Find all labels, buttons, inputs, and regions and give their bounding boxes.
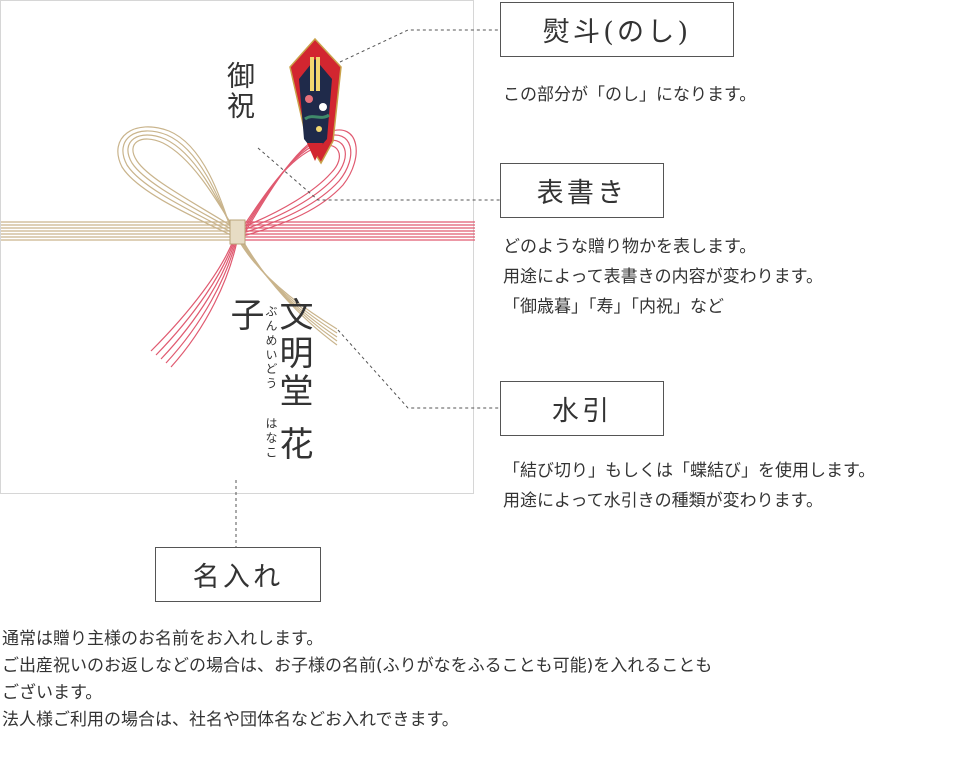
naire-label-box: 名入れ xyxy=(155,547,321,602)
mizuhiki-description: 「結び切り」もしくは「蝶結び」を使用します。 用途によって水引きの種類が変わりま… xyxy=(503,456,875,516)
mizuhiki-horizontal-right xyxy=(243,221,475,241)
noshi-description: この部分が「のし」になります。 xyxy=(503,80,756,110)
mizuhiki-right-loop xyxy=(242,129,357,237)
omotegaki-label: 表書き xyxy=(536,178,628,209)
naire-desc-line: ございます。 xyxy=(2,683,103,703)
noshi-label: 熨斗(のし) xyxy=(542,17,692,48)
naire-desc-line: 通常は贈り主様のお名前をお入れします。 xyxy=(2,629,324,649)
mizuhiki-knot xyxy=(229,219,246,245)
noshi-desc-line: この部分が「のし」になります。 xyxy=(503,85,757,105)
mizuhiki-desc-line: 「結び切り」もしくは「蝶結び」を使用します。 xyxy=(503,461,876,481)
noshi-paper: 御祝 文明堂 花子 ぶんめいどう はなこ xyxy=(0,0,475,494)
furigana-family: ぶんめいどう xyxy=(264,305,278,392)
mizuhiki-horizontal-left xyxy=(1,221,233,241)
omotegaki-label-box: 表書き xyxy=(500,163,664,218)
sender-name-text: 文明堂 花子 xyxy=(224,297,313,465)
noshi-label-box: 熨斗(のし) xyxy=(500,2,734,57)
naire-description: 通常は贈り主様のお名前をお入れします。 ご出産祝いのお返しなどの場合は、お子様の… xyxy=(2,626,712,734)
omotegaki-text: 御祝 xyxy=(223,61,256,121)
mizuhiki-label: 水引 xyxy=(551,396,613,427)
naire-desc-line: 法人様ご利用の場合は、社名や団体名などお入れできます。 xyxy=(2,710,459,730)
mizuhiki-desc-line: 用途によって水引きの種類が変わります。 xyxy=(503,491,823,511)
mizuhiki-illustration xyxy=(1,37,475,368)
noshi-ornament xyxy=(289,37,342,165)
omotegaki-desc-line: 用途によって表書きの内容が変わります。 xyxy=(503,267,823,287)
mizuhiki-right-tail xyxy=(238,240,338,346)
mizuhiki-label-box: 水引 xyxy=(500,381,664,436)
furigana-given: はなこ xyxy=(264,417,278,461)
omotegaki-desc-line: 「御歳暮」「寿」「内祝」など xyxy=(503,297,724,317)
omotegaki-desc-line: どのような贈り物かを表します。 xyxy=(503,237,757,257)
omotegaki-description: どのような贈り物かを表します。 用途によって表書きの内容が変わります。 「御歳暮… xyxy=(503,232,823,322)
mizuhiki-left-tail xyxy=(150,240,238,368)
naire-desc-line: ご出産祝いのお返しなどの場合は、お子様の名前(ふりがなをふることも可能)を入れる… xyxy=(2,656,713,676)
mizuhiki-left-loop xyxy=(117,126,234,237)
naire-label: 名入れ xyxy=(192,562,284,593)
